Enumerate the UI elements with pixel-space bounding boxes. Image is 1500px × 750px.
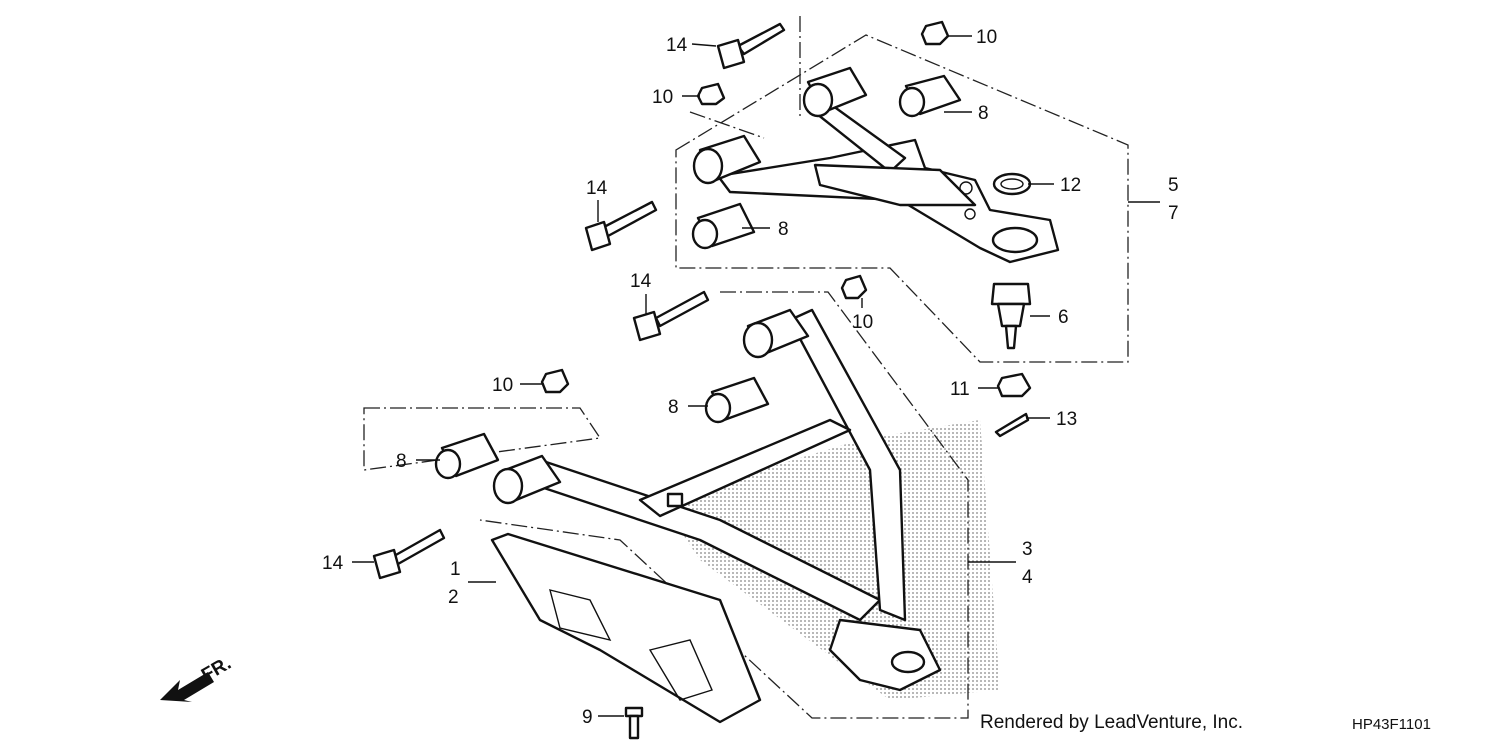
callout-6: 6 bbox=[1058, 307, 1069, 328]
callout-2: 2 bbox=[448, 587, 459, 608]
snap-ring bbox=[992, 172, 1032, 196]
callout-10b: 10 bbox=[652, 87, 673, 108]
callout-13: 13 bbox=[1056, 409, 1077, 430]
callout-14b: 14 bbox=[586, 178, 608, 199]
flange-bolt-lower-left bbox=[372, 528, 446, 580]
callout-9: 9 bbox=[582, 707, 593, 728]
callout-3: 3 bbox=[1022, 539, 1033, 560]
callout-10a: 10 bbox=[976, 27, 997, 48]
callout-1: 1 bbox=[450, 559, 461, 580]
render-credit: Rendered by LeadVenture, Inc. bbox=[980, 712, 1244, 733]
lower-control-arm bbox=[492, 308, 942, 692]
diagram-code: HP43F1101 bbox=[1352, 716, 1431, 733]
callout-7: 7 bbox=[1168, 203, 1179, 224]
flange-bolt-lower-upper bbox=[632, 290, 710, 342]
bushing-upper-right bbox=[898, 74, 962, 118]
callout-5: 5 bbox=[1168, 175, 1179, 196]
upper-control-arm bbox=[692, 66, 1060, 264]
callout-10c: 10 bbox=[852, 312, 873, 333]
nut-top bbox=[920, 20, 950, 46]
bushing-lower-upper bbox=[704, 376, 770, 424]
nut-upper bbox=[696, 82, 726, 106]
arm-guard bbox=[490, 532, 762, 724]
callout-14a: 14 bbox=[666, 35, 688, 56]
nut-lower-right bbox=[840, 274, 868, 300]
lower-arm-group-outline-2 bbox=[479, 291, 969, 719]
callout-10d: 10 bbox=[492, 375, 513, 396]
ball-joint bbox=[990, 282, 1032, 350]
callout-12: 12 bbox=[1060, 175, 1081, 196]
callout-11: 11 bbox=[950, 379, 970, 400]
callout-14c: 14 bbox=[630, 271, 652, 292]
upper-arm-group-outline bbox=[675, 34, 1129, 363]
callout-8c: 8 bbox=[668, 397, 679, 418]
bushing-lower-left bbox=[434, 432, 500, 480]
nut-lower-left bbox=[540, 368, 570, 394]
callout-8b: 8 bbox=[778, 219, 789, 240]
screw bbox=[624, 706, 644, 740]
front-arrow-icon bbox=[160, 672, 214, 702]
callout-8d: 8 bbox=[396, 451, 407, 472]
callout-4: 4 bbox=[1022, 567, 1033, 588]
upper-arm-leader-box bbox=[689, 16, 801, 139]
lower-arm-group-outline bbox=[363, 407, 602, 471]
castle-nut bbox=[996, 372, 1032, 398]
leader-lines bbox=[352, 35, 1160, 717]
bushing-upper-left bbox=[691, 202, 756, 250]
callout-8a: 8 bbox=[978, 103, 989, 124]
callout-14d: 14 bbox=[322, 553, 344, 574]
flange-bolt-upper-left bbox=[584, 200, 658, 252]
flange-bolt-top bbox=[716, 22, 786, 70]
cotter-pin bbox=[994, 412, 1030, 438]
